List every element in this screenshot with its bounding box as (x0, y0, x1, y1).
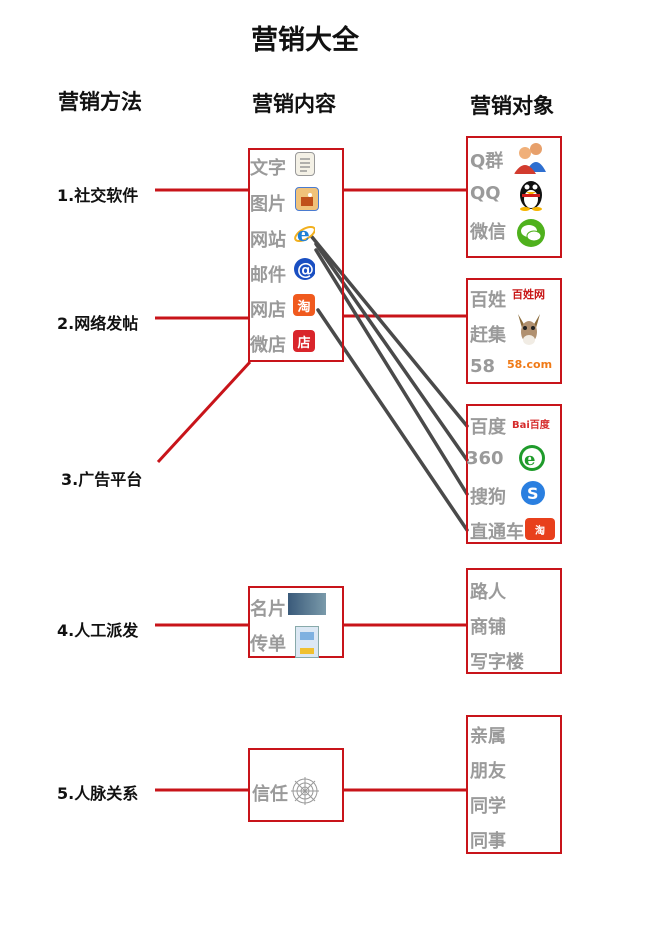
link-website-sogou (314, 248, 469, 496)
content-weidian: 微店 (250, 335, 286, 356)
content-flyer: 传单 (250, 634, 286, 655)
target-ganji: 赶集 (470, 325, 506, 346)
svg-text:S: S (527, 484, 539, 503)
target-shops: 商铺 (470, 617, 506, 638)
link-website-baidu (310, 235, 469, 428)
target-qq: QQ (470, 183, 501, 204)
taobao-icon: 淘 (293, 294, 315, 316)
ganji-donkey-icon (514, 312, 544, 348)
email-at-icon: @ (293, 258, 315, 280)
header-method: 营销方法 (58, 90, 142, 114)
spiderweb-icon (290, 776, 320, 806)
content-trust: 信任 (252, 784, 288, 805)
target-wechat: 微信 (470, 222, 506, 243)
content-shop: 网店 (250, 300, 286, 321)
method-forum: 2.网络发帖 (57, 314, 139, 333)
target-qgroup: Q群 (470, 151, 504, 172)
baidu-logo-icon: Bai百度 (512, 420, 550, 431)
target-baixing: 百姓 (470, 290, 506, 311)
header-content: 营销内容 (252, 92, 336, 116)
target-friends: 朋友 (470, 761, 506, 782)
target-box-social (466, 136, 562, 258)
target-classmates: 同学 (470, 796, 506, 817)
target-passerby: 路人 (470, 582, 506, 603)
target-box-relations (466, 715, 562, 854)
link-website-360 (314, 242, 469, 462)
header-target: 营销对象 (470, 94, 554, 118)
baixing-logo-icon: 百姓网 (512, 288, 545, 301)
content-image: 图片 (250, 194, 286, 215)
content-box-online (248, 148, 344, 362)
wechat-icon (516, 218, 546, 248)
target-sogou: 搜狗 (470, 487, 506, 508)
target-baidu: 百度 (470, 417, 506, 438)
qq-group-icon (512, 140, 548, 174)
target-box-people (466, 568, 562, 674)
document-icon (295, 152, 315, 176)
target-box-forum (466, 278, 562, 384)
content-email: 邮件 (250, 265, 286, 286)
sogou-icon: S (520, 480, 546, 506)
image-icon (295, 187, 319, 211)
flyer-icon (295, 626, 319, 658)
360-browser-icon: e (518, 444, 546, 472)
target-360: 360 (466, 448, 504, 469)
method-social: 1.社交软件 (57, 186, 139, 205)
target-colleagues: 同事 (470, 831, 506, 852)
taobao-ztc-icon: 淘 (525, 518, 555, 540)
link-ad-content (156, 360, 252, 464)
target-ztc: 直通车 (470, 522, 524, 543)
ie-browser-icon: e (293, 223, 315, 245)
target-box-ad (466, 404, 562, 544)
target-58: 58 (470, 356, 496, 377)
business-card-icon (288, 593, 326, 615)
svg-text:@: @ (297, 260, 314, 280)
page-title: 营销大全 (251, 25, 359, 56)
target-relatives: 亲属 (470, 726, 506, 747)
content-website: 网站 (250, 230, 286, 251)
method-relations: 5.人脉关系 (57, 784, 139, 803)
qq-penguin-icon (516, 177, 546, 211)
method-dispatch: 4.人工派发 (57, 621, 139, 640)
content-box-trust (248, 748, 344, 822)
58-logo-icon: 58.com (507, 358, 553, 371)
svg-text:e: e (297, 223, 310, 245)
method-ad: 3.广告平台 (61, 470, 143, 489)
content-card: 名片 (250, 599, 286, 620)
svg-text:e: e (524, 449, 535, 470)
content-text: 文字 (250, 158, 286, 179)
weidian-icon: 店 (293, 330, 315, 352)
target-office: 写字楼 (470, 652, 524, 673)
